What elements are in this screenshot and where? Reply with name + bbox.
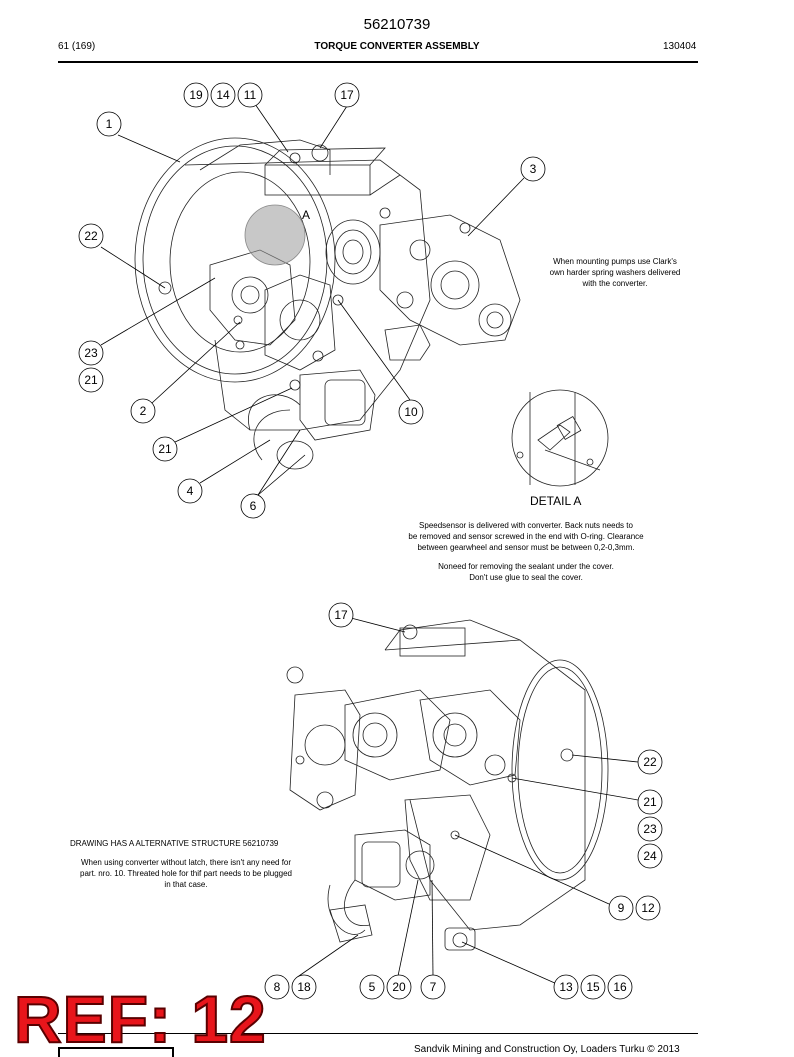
callout-14: 14 bbox=[210, 82, 236, 108]
alt-structure-note: When using converter without latch, ther… bbox=[80, 858, 292, 889]
svg-text:13: 13 bbox=[559, 980, 573, 994]
speedsensor-note: Speedsensor is delivered with converter.… bbox=[408, 521, 644, 552]
callout-22b: 22 bbox=[637, 749, 663, 775]
svg-text:21: 21 bbox=[158, 442, 172, 456]
leader-lines bbox=[100, 103, 639, 985]
svg-text:20: 20 bbox=[392, 980, 406, 994]
svg-text:6: 6 bbox=[250, 499, 257, 513]
svg-text:17: 17 bbox=[334, 608, 348, 622]
callout-21: 21 bbox=[78, 367, 104, 393]
callout-16: 16 bbox=[607, 974, 633, 1000]
svg-text:11: 11 bbox=[244, 88, 257, 102]
svg-text:9: 9 bbox=[618, 901, 625, 915]
callout-23: 23 bbox=[78, 340, 104, 366]
svg-text:3: 3 bbox=[530, 162, 537, 176]
callout-17b: 17 bbox=[328, 602, 354, 628]
svg-text:14: 14 bbox=[216, 88, 230, 102]
svg-text:19: 19 bbox=[189, 88, 203, 102]
svg-text:8: 8 bbox=[274, 980, 281, 994]
callout-1: 1 bbox=[96, 111, 122, 137]
svg-text:17: 17 bbox=[340, 88, 354, 102]
svg-text:5: 5 bbox=[369, 980, 376, 994]
bottom-converter-assembly bbox=[286, 619, 609, 951]
callout-2: 2 bbox=[130, 398, 156, 424]
callout-7: 7 bbox=[420, 974, 446, 1000]
callout-23b: 23 bbox=[637, 816, 663, 842]
detail-a-marker: A bbox=[302, 208, 310, 222]
date-code: 130404 bbox=[663, 41, 697, 52]
svg-text:2: 2 bbox=[140, 404, 147, 418]
svg-text:12: 12 bbox=[641, 901, 655, 915]
callout-21b: 21 bbox=[152, 436, 178, 462]
top-converter-assembly bbox=[134, 137, 521, 470]
footer-rule bbox=[58, 1033, 698, 1034]
document-number: 56210739 bbox=[363, 16, 431, 33]
callout-3: 3 bbox=[520, 156, 546, 182]
alt-structure-title: DRAWING HAS A ALTERNATIVE STRUCTURE 5621… bbox=[70, 839, 279, 848]
page-reference: 61 (169) bbox=[58, 41, 96, 52]
sealant-note: Noneed for removing the sealant under th… bbox=[438, 562, 614, 582]
callout-19: 19 bbox=[183, 82, 209, 108]
pump-mount-note: When mounting pumps use Clark's own hard… bbox=[549, 257, 681, 288]
callout-5: 5 bbox=[359, 974, 385, 1000]
company-logo bbox=[58, 1047, 174, 1057]
svg-text:21: 21 bbox=[84, 373, 98, 387]
detail-a-title: DETAIL A bbox=[530, 494, 582, 508]
callout-18: 18 bbox=[291, 974, 317, 1000]
svg-text:24: 24 bbox=[643, 849, 657, 863]
svg-text:16: 16 bbox=[613, 980, 627, 994]
svg-text:18: 18 bbox=[297, 980, 311, 994]
callout-balloons: 19 14 11 17 1 3 22 23 21 2 10 21 4 6 17 … bbox=[78, 82, 663, 1000]
svg-text:23: 23 bbox=[84, 346, 98, 360]
header-rule bbox=[58, 61, 698, 63]
callout-13: 13 bbox=[553, 974, 579, 1000]
callout-8: 8 bbox=[264, 974, 290, 1000]
callout-24: 24 bbox=[637, 843, 663, 869]
svg-text:1: 1 bbox=[106, 117, 113, 131]
svg-text:15: 15 bbox=[586, 980, 600, 994]
svg-text:7: 7 bbox=[430, 980, 437, 994]
callout-6: 6 bbox=[240, 493, 266, 519]
svg-text:22: 22 bbox=[84, 229, 98, 243]
svg-text:23: 23 bbox=[643, 822, 657, 836]
callout-21c: 21 bbox=[637, 789, 663, 815]
callout-22: 22 bbox=[78, 223, 104, 249]
svg-text:21: 21 bbox=[643, 795, 657, 809]
callout-12: 12 bbox=[635, 895, 661, 921]
callout-10: 10 bbox=[398, 399, 424, 425]
svg-text:22: 22 bbox=[643, 755, 657, 769]
page-title: TORQUE CONVERTER ASSEMBLY bbox=[314, 41, 480, 52]
detail-a-view bbox=[511, 389, 609, 487]
footer-copyright: Sandvik Mining and Construction Oy, Load… bbox=[414, 1044, 680, 1055]
svg-text:10: 10 bbox=[404, 405, 418, 419]
callout-17: 17 bbox=[334, 82, 360, 108]
callout-15: 15 bbox=[580, 974, 606, 1000]
callout-4: 4 bbox=[177, 478, 203, 504]
detail-a-highlight bbox=[244, 204, 306, 266]
callout-9: 9 bbox=[608, 895, 634, 921]
svg-text:4: 4 bbox=[187, 484, 194, 498]
callout-20: 20 bbox=[386, 974, 412, 1000]
ref-stamp: REF: 12 bbox=[13, 982, 267, 1056]
callout-11: 11 bbox=[237, 82, 263, 108]
